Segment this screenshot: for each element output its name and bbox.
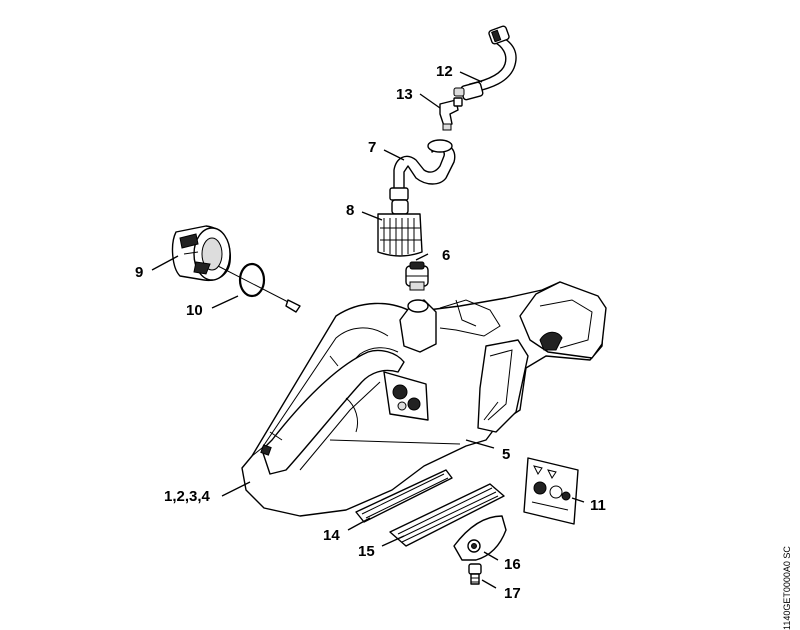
part-7-pickup-hose[interactable] — [389, 139, 456, 201]
reference-code: 1140GET0000A0 SC — [782, 546, 792, 630]
callout-15: 15 — [358, 543, 375, 560]
callout-10: 10 — [186, 302, 203, 319]
callout-14: 14 — [323, 527, 340, 544]
callout-11: 11 — [590, 497, 606, 514]
callout-13: 13 — [396, 86, 413, 103]
callout-17: 17 — [504, 585, 521, 602]
callout-7: 7 — [368, 139, 376, 156]
part-17-screw[interactable] — [468, 563, 482, 585]
part-9-filler-cap[interactable] — [171, 225, 231, 282]
leader-lines — [151, 71, 585, 589]
callout-12: 12 — [436, 63, 453, 80]
callout-1-2-3-4: 1,2,3,4 — [164, 488, 211, 505]
part-12-fuel-hose[interactable] — [453, 25, 517, 101]
part-15-grip-strip[interactable] — [389, 483, 505, 547]
part-10-o-ring[interactable] — [217, 262, 301, 313]
part-14-grip-strip[interactable] — [355, 469, 453, 523]
part-13-elbow-connector[interactable] — [439, 97, 463, 131]
callout-6: 6 — [442, 247, 450, 264]
callout-9: 9 — [135, 264, 143, 281]
callout-8: 8 — [346, 202, 354, 219]
part-11-warning-label[interactable] — [523, 457, 579, 525]
part-1-2-3-4-tank-housing[interactable] — [241, 281, 607, 517]
callout-labels: 12 13 7 8 6 9 10 5 1,2,3,4 11 14 15 16 1… — [135, 63, 606, 602]
part-6-tank-vent[interactable] — [405, 261, 429, 291]
callout-16: 16 — [504, 556, 521, 573]
part-8-fuel-filter[interactable] — [377, 199, 423, 257]
callout-5: 5 — [502, 446, 510, 463]
part-16-cover-plate[interactable] — [453, 515, 507, 561]
